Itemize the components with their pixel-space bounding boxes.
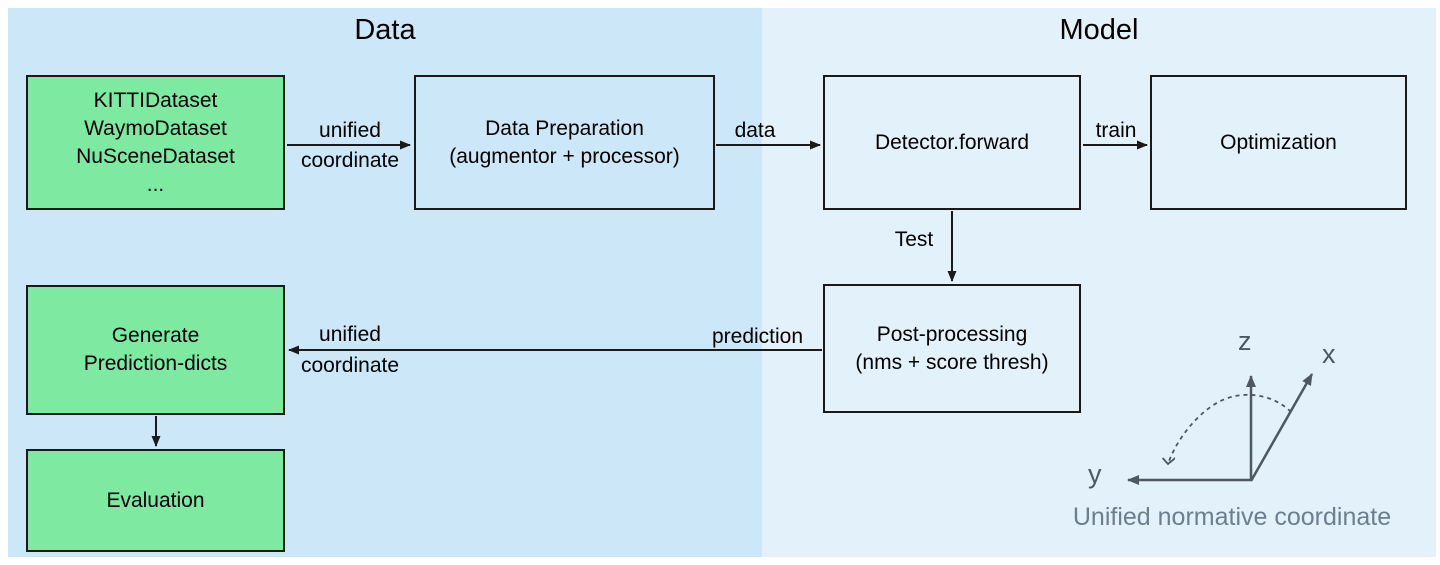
edge-label-data: data [734,119,776,142]
data-section-title: Data [354,14,416,46]
box-line: NuSceneDataset [76,144,235,168]
box-line: (augmentor + processor) [449,144,680,168]
box-line: Evaluation [106,488,205,512]
edge-label-test: Test [894,228,934,251]
box-line: (nms + score thresh) [855,350,1049,374]
evaluation-box: Evaluation [26,449,285,552]
model-section-panel [762,8,1436,557]
box-line: Optimization [1220,130,1337,154]
box-line: WaymoDataset [84,116,227,140]
y-axis-label: y [1088,459,1102,489]
detector-forward-box: Detector.forward [823,75,1081,210]
box-line: Prediction-dicts [83,352,228,375]
datasets-box: KITTIDataset WaymoDataset NuSceneDataset… [26,75,285,210]
x-axis-label: x [1322,339,1336,369]
post-processing-box: Post-processing (nms + score thresh) [823,284,1081,413]
optimization-box: Optimization [1150,75,1407,210]
edge-label-coordinate-top: coordinate [300,149,400,172]
edge-label-train: train [1095,119,1137,142]
edge-label-unified-bottom: unified [319,323,381,346]
model-section-title: Model [1059,14,1139,46]
box-line: Detector.forward [874,130,1030,154]
box-line: Post-processing [876,322,1028,346]
box-line: Generate [111,324,200,347]
generate-prediction-dicts-box: Generate Prediction-dicts [26,285,285,415]
edge-label-prediction: prediction [711,325,804,348]
data-preparation-box: Data Preparation (augmentor + processor) [414,75,715,210]
box-line: ... [146,172,165,196]
box-line: KITTIDataset [93,88,218,112]
box-line: Data Preparation [485,116,644,140]
coordinate-system-caption: Unified normative coordinate [1072,503,1392,531]
edge-label-unified-top: unified [319,119,381,142]
z-axis-label: z [1238,326,1252,356]
edge-label-coordinate-bottom: coordinate [300,354,400,377]
